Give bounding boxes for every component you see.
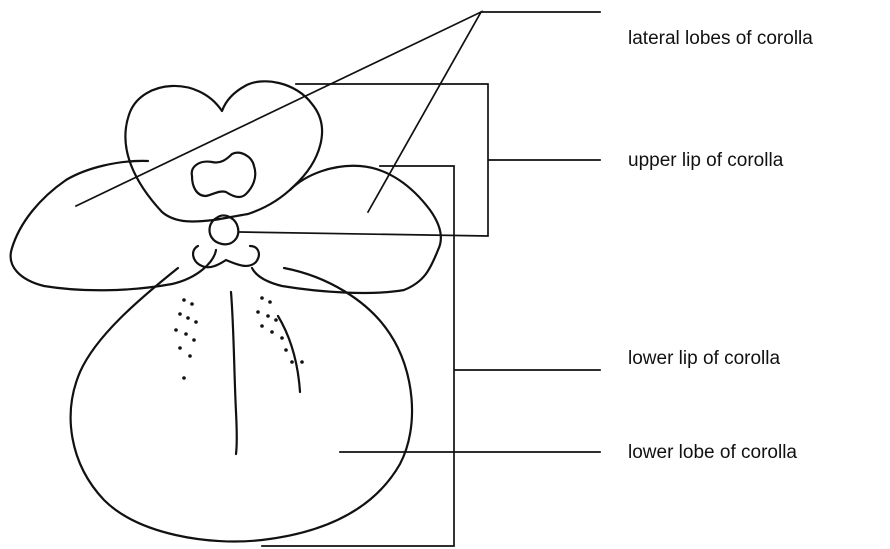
dot bbox=[174, 328, 178, 332]
dot bbox=[178, 346, 182, 350]
dot bbox=[270, 330, 274, 334]
dot bbox=[194, 320, 198, 324]
dot bbox=[186, 316, 190, 320]
dot bbox=[266, 314, 270, 318]
nectar-guide-dots bbox=[174, 296, 304, 380]
dot bbox=[184, 332, 188, 336]
dot bbox=[188, 354, 192, 358]
right-lateral-lobe bbox=[252, 166, 441, 293]
dot bbox=[260, 324, 264, 328]
dot bbox=[182, 376, 186, 380]
dot bbox=[300, 360, 304, 364]
dot bbox=[190, 302, 194, 306]
leader-upper-lip bbox=[240, 84, 600, 236]
midline-vein bbox=[231, 292, 237, 454]
right-vein bbox=[278, 316, 300, 392]
label-lower-lip: lower lip of corolla bbox=[628, 348, 780, 369]
leader-lines bbox=[76, 12, 600, 546]
center-scallop bbox=[193, 246, 259, 267]
dot bbox=[280, 336, 284, 340]
dot bbox=[260, 296, 264, 300]
leader-lateral-lobes bbox=[76, 12, 600, 212]
dot bbox=[284, 348, 288, 352]
dot bbox=[178, 312, 182, 316]
label-lateral-lobes: lateral lobes of corolla bbox=[628, 28, 813, 49]
label-upper-lip: upper lip of corolla bbox=[628, 150, 784, 171]
dot bbox=[256, 310, 260, 314]
dot bbox=[290, 360, 294, 364]
stamen-ring bbox=[210, 216, 239, 245]
dot bbox=[192, 338, 196, 342]
dot bbox=[274, 318, 278, 322]
left-lateral-lobe bbox=[11, 161, 216, 290]
labels: lateral lobes of corolla upper lip of co… bbox=[628, 28, 813, 463]
lower-lip-petal bbox=[71, 268, 412, 541]
throat-shape bbox=[192, 153, 256, 197]
dot bbox=[268, 300, 272, 304]
dot bbox=[182, 298, 186, 302]
leader-lower-lip bbox=[262, 166, 600, 546]
flower-drawing bbox=[11, 81, 441, 541]
label-lower-lobe: lower lobe of corolla bbox=[628, 442, 797, 463]
